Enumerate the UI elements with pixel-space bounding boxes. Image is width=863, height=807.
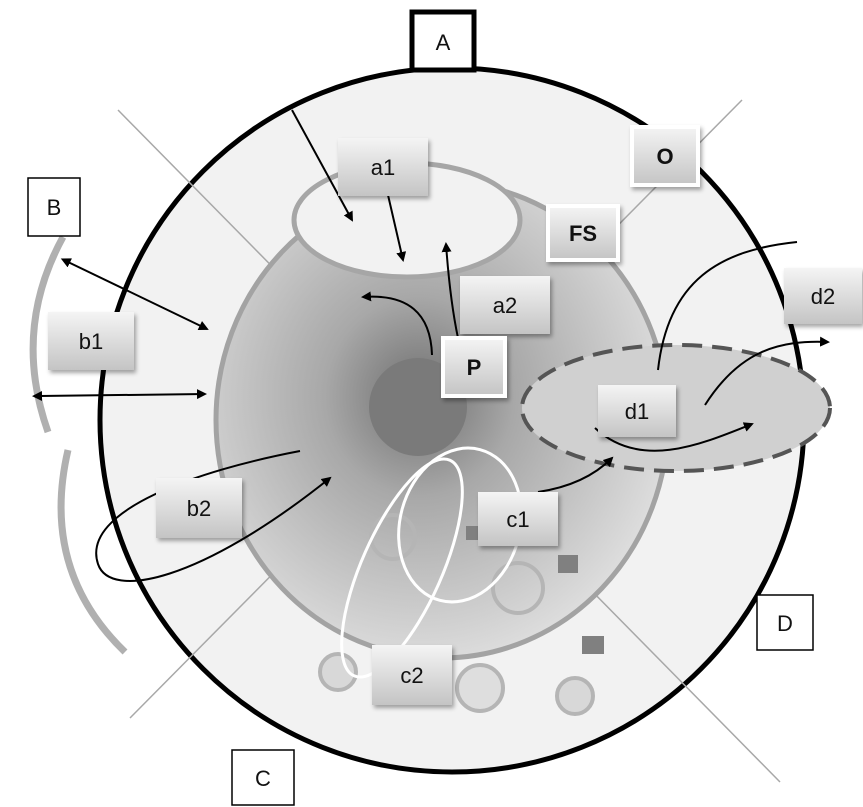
- label-a2: a2: [460, 276, 550, 334]
- label-d1-text: d1: [625, 399, 649, 424]
- label-a2-text: a2: [493, 293, 517, 318]
- label-fs: FS: [548, 206, 618, 260]
- label-o: O: [632, 127, 698, 185]
- label-d2-text: d2: [811, 284, 835, 309]
- label-d1: d1: [598, 385, 676, 437]
- label-p-text: P: [467, 355, 482, 380]
- vesicle-5: [557, 678, 593, 714]
- label-a1: a1: [338, 138, 428, 196]
- label-o-text: O: [656, 144, 673, 169]
- quadrant-c-label: C: [255, 766, 271, 791]
- label-a1-text: a1: [371, 155, 395, 180]
- label-c2-text: c2: [400, 663, 423, 688]
- label-b1-text: b1: [79, 329, 103, 354]
- granule-1: [466, 526, 480, 540]
- granule-2: [558, 555, 578, 573]
- label-p: P: [443, 338, 505, 396]
- quadrant-d-label: D: [777, 611, 793, 636]
- label-b1: b1: [48, 312, 134, 370]
- vesicle-4: [457, 665, 503, 711]
- granule-3: [582, 636, 604, 654]
- label-b2: b2: [156, 478, 242, 538]
- label-fs-text: FS: [569, 221, 597, 246]
- quadrant-a-label: A: [436, 30, 451, 55]
- label-c1-text: c1: [506, 507, 529, 532]
- label-c2: c2: [372, 645, 452, 705]
- label-d2: d2: [784, 268, 862, 324]
- label-c1: c1: [478, 492, 558, 546]
- quadrant-b-label: B: [47, 195, 62, 220]
- label-b2-text: b2: [187, 496, 211, 521]
